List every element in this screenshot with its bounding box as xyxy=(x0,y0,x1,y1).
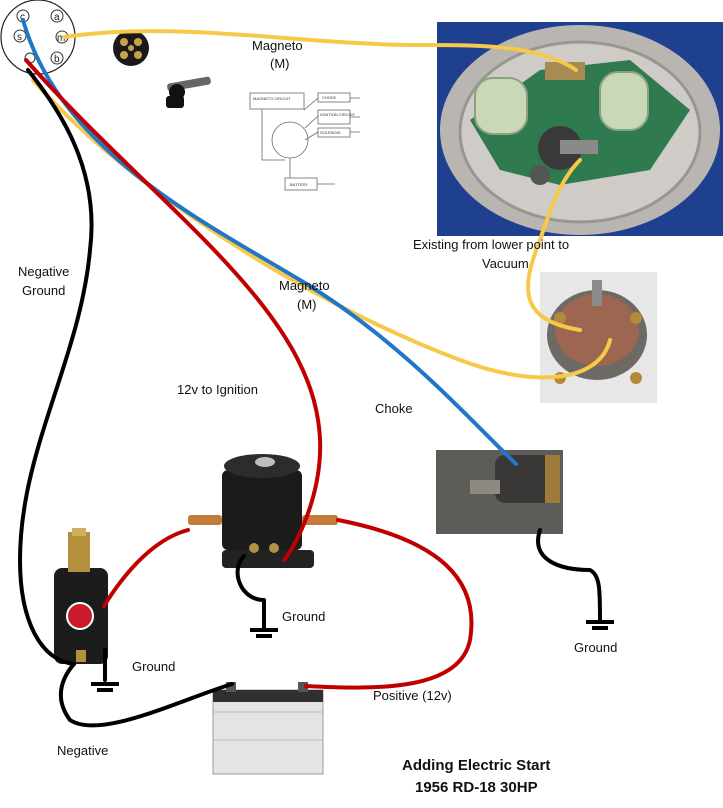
label-ignition: 12v to Ignition xyxy=(177,382,258,397)
pin-a: a xyxy=(54,12,60,23)
vacuum-unit-photo xyxy=(540,272,657,403)
label-ground-starter: Ground xyxy=(132,659,175,674)
schematic-magneto: MAGNETO CIRCUIT xyxy=(253,96,291,101)
choke-photo xyxy=(436,450,563,534)
schematic-battery: BATTERY xyxy=(290,182,308,187)
schematic-choke: CHOKE xyxy=(322,95,337,100)
label-existing: Existing from lower point to xyxy=(413,237,569,252)
label-magneto-top-code: (M) xyxy=(270,56,290,71)
ground-symbol-choke xyxy=(586,620,614,630)
label-ground-choke: Ground xyxy=(574,640,617,655)
starter-motor xyxy=(54,528,108,664)
label-negative-ground-1: Negative xyxy=(18,264,69,279)
red-wire-positive xyxy=(304,518,474,690)
magneto-photo xyxy=(437,22,723,236)
label-magneto-mid-code: (M) xyxy=(297,297,317,312)
ground-symbol-starter xyxy=(91,682,119,692)
label-magneto-mid: Magneto xyxy=(279,278,330,293)
black-wire-negative xyxy=(58,662,234,728)
wires xyxy=(18,18,612,728)
black-wire-negative-ground xyxy=(18,68,94,666)
black-wire-choke-ground xyxy=(536,528,602,622)
battery xyxy=(212,682,324,775)
red-wire-starter xyxy=(102,528,190,608)
solenoid xyxy=(188,454,338,568)
label-negative: Negative xyxy=(57,743,108,758)
label-magneto-top: Magneto xyxy=(252,38,303,53)
red-wire-ignition xyxy=(24,58,323,562)
pin-b: b xyxy=(54,54,60,65)
schematic-inset: MAGNETO CIRCUIT CHOKE IGNITION CIRCUIT S… xyxy=(249,92,360,191)
title-line-1: Adding Electric Start xyxy=(402,757,550,774)
label-ground-solenoid: Ground xyxy=(282,609,325,624)
pin-s: s xyxy=(17,32,22,43)
yellow-wire-existing xyxy=(526,158,582,332)
blue-wire-choke xyxy=(21,18,518,466)
black-wire-solenoid-ground xyxy=(235,554,266,632)
yellow-wire-magneto-top xyxy=(62,29,578,72)
ground-symbol-solenoid xyxy=(250,628,278,638)
title-line-2: 1956 RD-18 30HP xyxy=(415,779,538,796)
labels: Magneto (M) Existing from lower point to… xyxy=(18,38,617,796)
pin-m: m xyxy=(57,33,65,44)
ignition-switch-diagram: c a s m b xyxy=(0,0,76,75)
label-vacuum: Vacuum xyxy=(482,256,529,271)
label-choke: Choke xyxy=(375,401,413,416)
schematic-ignition: IGNITION CIRCUIT xyxy=(320,112,356,117)
label-positive: Positive (12v) xyxy=(373,688,452,703)
pin-c: c xyxy=(20,12,25,23)
schematic-solenoid: SOLENOID xyxy=(320,130,341,135)
key-switch-photo xyxy=(113,30,211,108)
label-negative-ground-2: Ground xyxy=(22,283,65,298)
